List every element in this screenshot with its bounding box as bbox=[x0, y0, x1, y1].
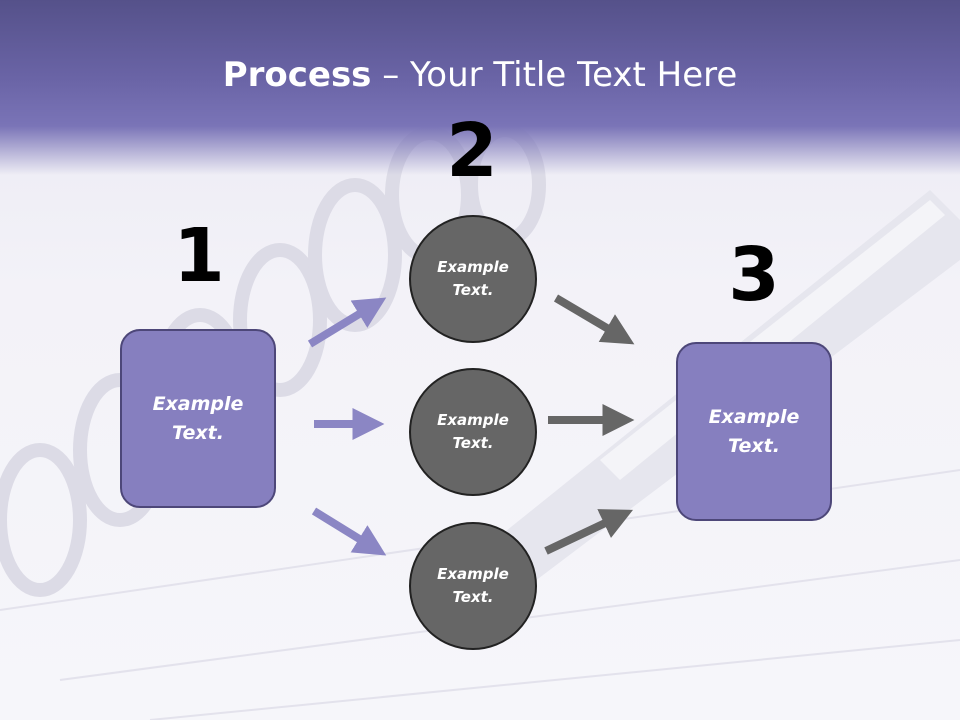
title-rest: – Your Title Text Here bbox=[371, 55, 738, 95]
circle-middle-text: Example Text. bbox=[437, 411, 509, 452]
title-bold: Process bbox=[222, 55, 372, 95]
step-3-box[interactable]: Example Text. bbox=[676, 342, 832, 521]
circle-middle[interactable]: Example Text. bbox=[409, 368, 537, 496]
circle-bottom[interactable]: Example Text. bbox=[409, 522, 537, 650]
circle-bottom-text: Example Text. bbox=[437, 565, 509, 606]
slide-title: Process – Your Title Text Here bbox=[0, 52, 960, 98]
step-2-number: 2 bbox=[446, 108, 498, 194]
circle-top-text: Example Text. bbox=[437, 258, 509, 299]
title-band: Process – Your Title Text Here bbox=[0, 0, 960, 175]
step-1-number: 1 bbox=[173, 213, 225, 299]
step-3-text: Example Text. bbox=[708, 405, 800, 457]
step-1-box[interactable]: Example Text. bbox=[120, 329, 276, 508]
step-1-text: Example Text. bbox=[152, 392, 244, 444]
circle-top[interactable]: Example Text. bbox=[409, 215, 537, 343]
arrow-bottom-to-3 bbox=[544, 509, 634, 555]
arrow-1-to-bottom bbox=[311, 507, 387, 556]
arrow-1-to-top bbox=[307, 297, 387, 348]
arrow-top-to-3 bbox=[553, 294, 635, 345]
step-3-number: 3 bbox=[728, 232, 780, 318]
